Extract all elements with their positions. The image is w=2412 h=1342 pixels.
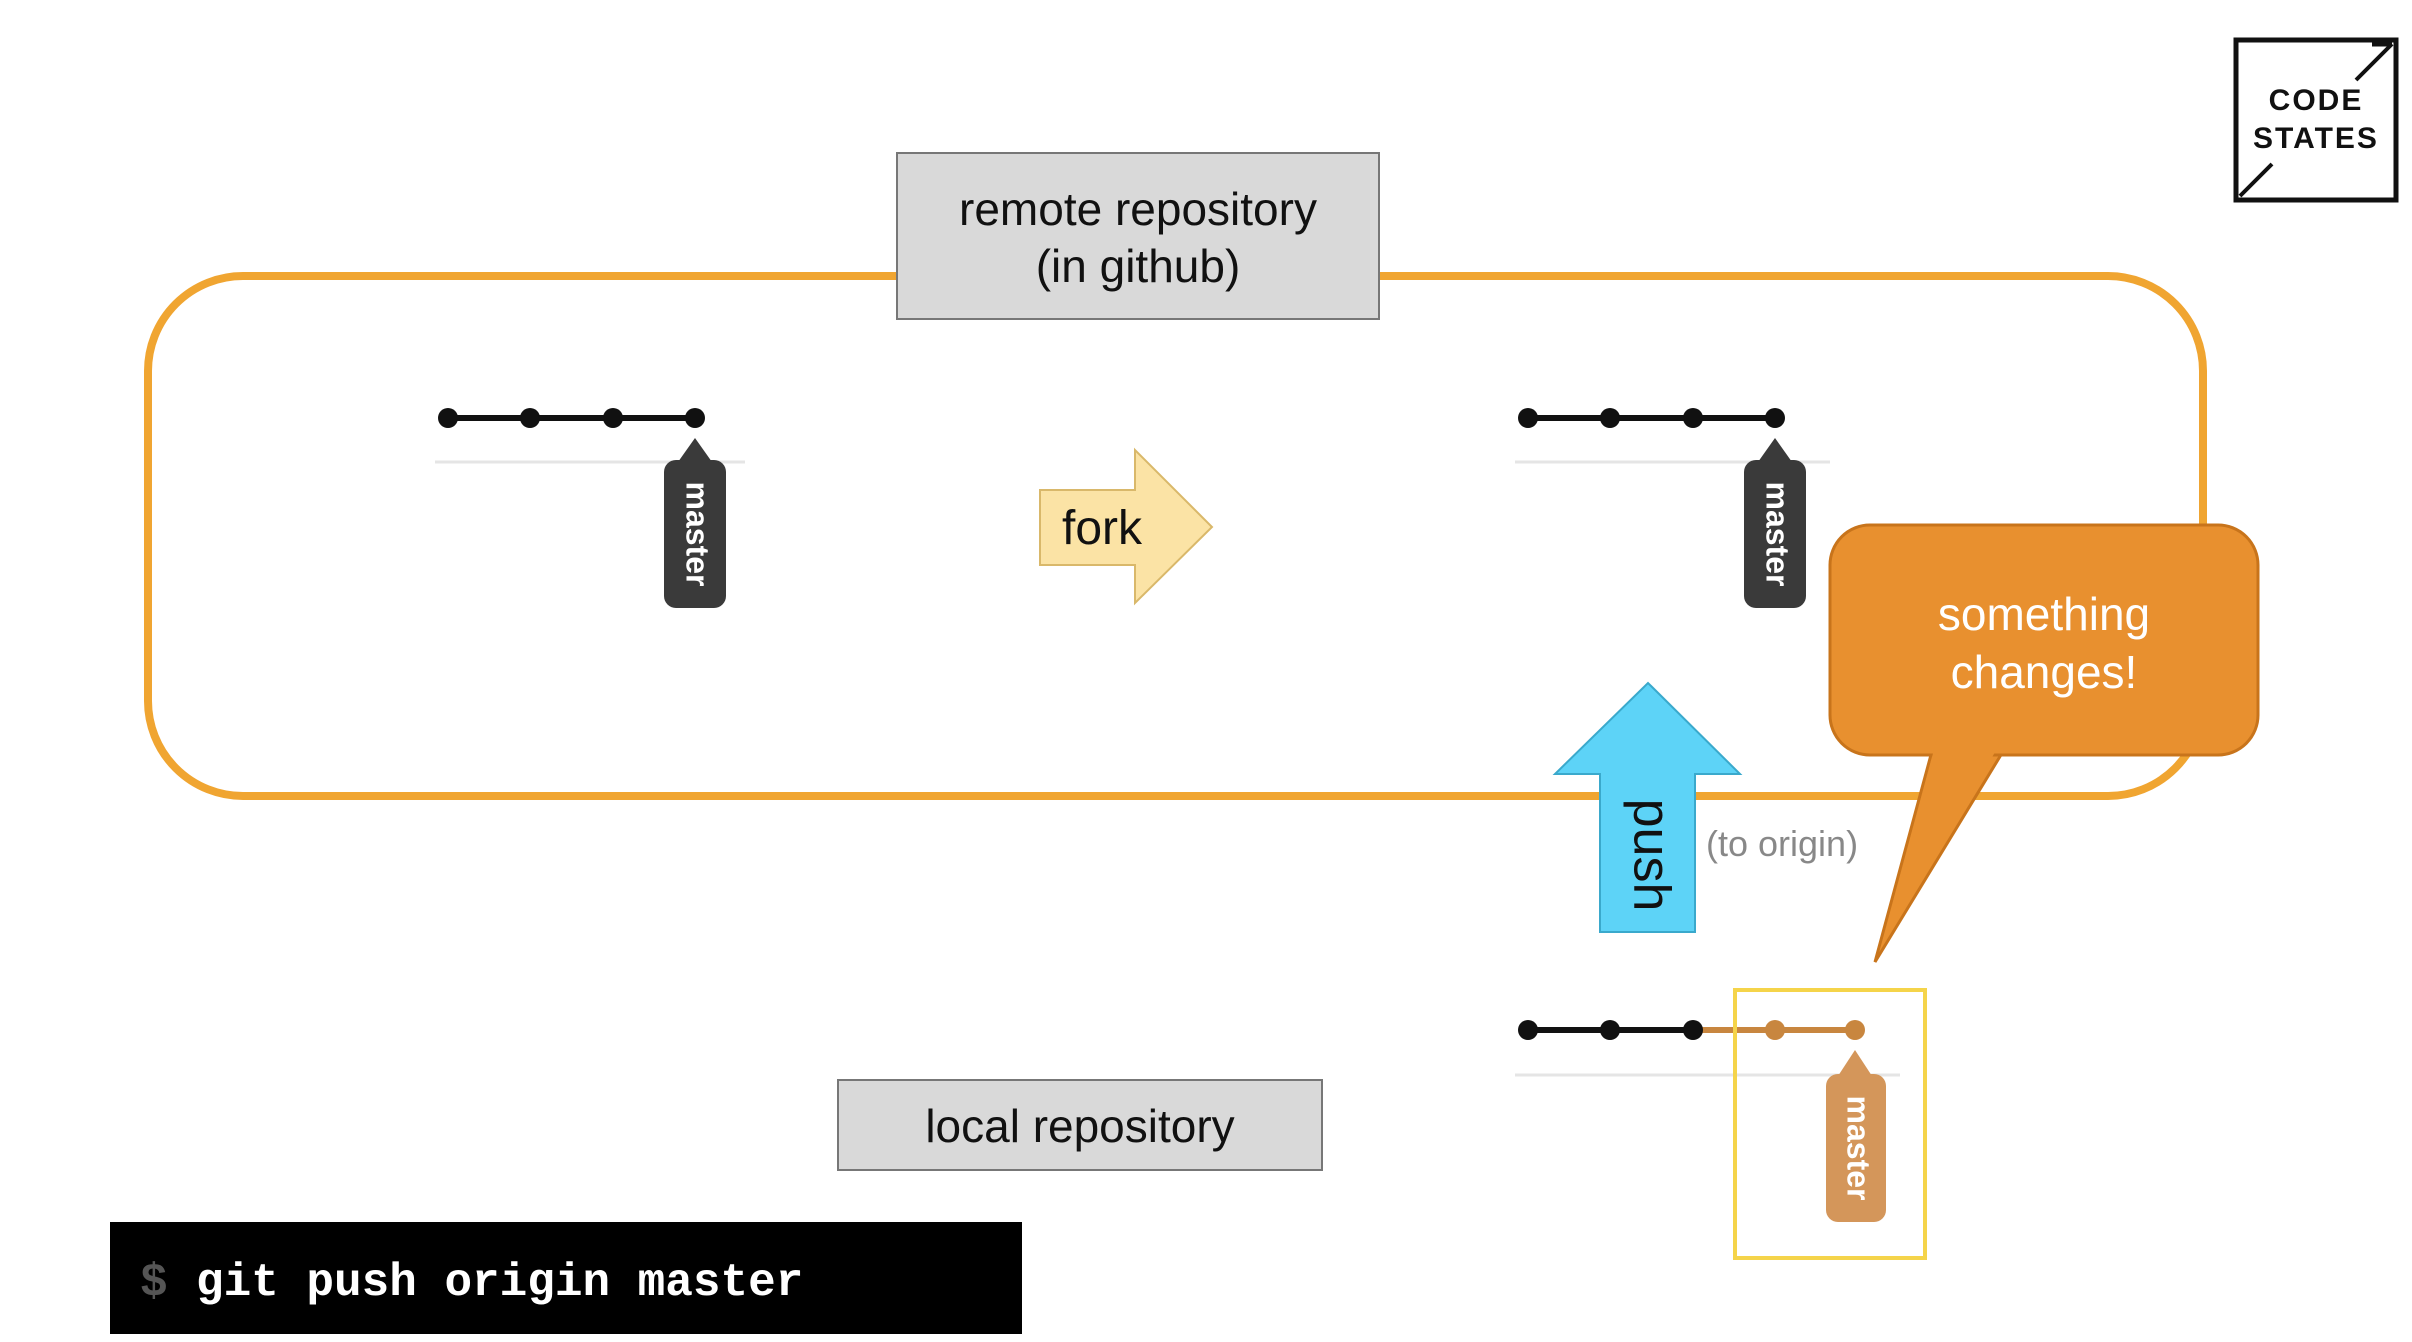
logo-line-2: STATES [2253,122,2379,155]
logo-line-1: CODE [2269,84,2364,117]
master-branch-tag-original: master [664,438,726,608]
something-changes-callout: something changes! [1828,523,2260,963]
commit-dot [1683,408,1703,428]
local-repository-title: local repository [925,1100,1234,1152]
command-bar: $ git push origin master [110,1222,1022,1334]
remote-repository-subtitle: (in github) [1036,240,1241,292]
commit-dot [1518,1020,1538,1040]
svg-text:master: master [680,482,716,587]
fork-label: fork [1062,502,1143,555]
callout-line-2: changes! [1951,646,2138,698]
master-branch-tag-forked: master [1744,438,1806,608]
forked-commit-graph: master [1515,408,1830,608]
commit-dot [1600,408,1620,428]
commit-dot [1765,408,1785,428]
svg-text:master: master [1841,1096,1877,1201]
new-commit-dot [1845,1020,1865,1040]
push-label: push [1622,799,1680,912]
commit-dot [685,408,705,428]
local-commit-graph: master [1515,988,1927,1260]
code-states-logo: CODE STATES [2233,37,2399,203]
command-text: git push origin master [196,1257,803,1309]
commit-dot [1683,1020,1703,1040]
local-repository-box: local repository [837,1079,1323,1171]
original-commit-graph: master [435,408,745,608]
remote-repository-title: remote repository [959,183,1317,235]
master-branch-tag-local: master [1826,1050,1886,1222]
commit-dot [603,408,623,428]
command-prompt: $ [140,1257,168,1309]
svg-text:master: master [1760,482,1796,587]
new-commits-highlight [1733,988,1927,1260]
new-commit-dot [1765,1020,1785,1040]
push-arrow: push [1552,681,1743,933]
remote-repository-box: remote repository (in github) [896,152,1380,320]
commit-dot [1600,1020,1620,1040]
commit-dot [438,408,458,428]
callout-line-1: something [1938,588,2150,640]
push-to-origin-note: (to origin) [1706,823,1858,864]
commit-dot [1518,408,1538,428]
fork-arrow: fork [1039,447,1214,606]
commit-dot [520,408,540,428]
